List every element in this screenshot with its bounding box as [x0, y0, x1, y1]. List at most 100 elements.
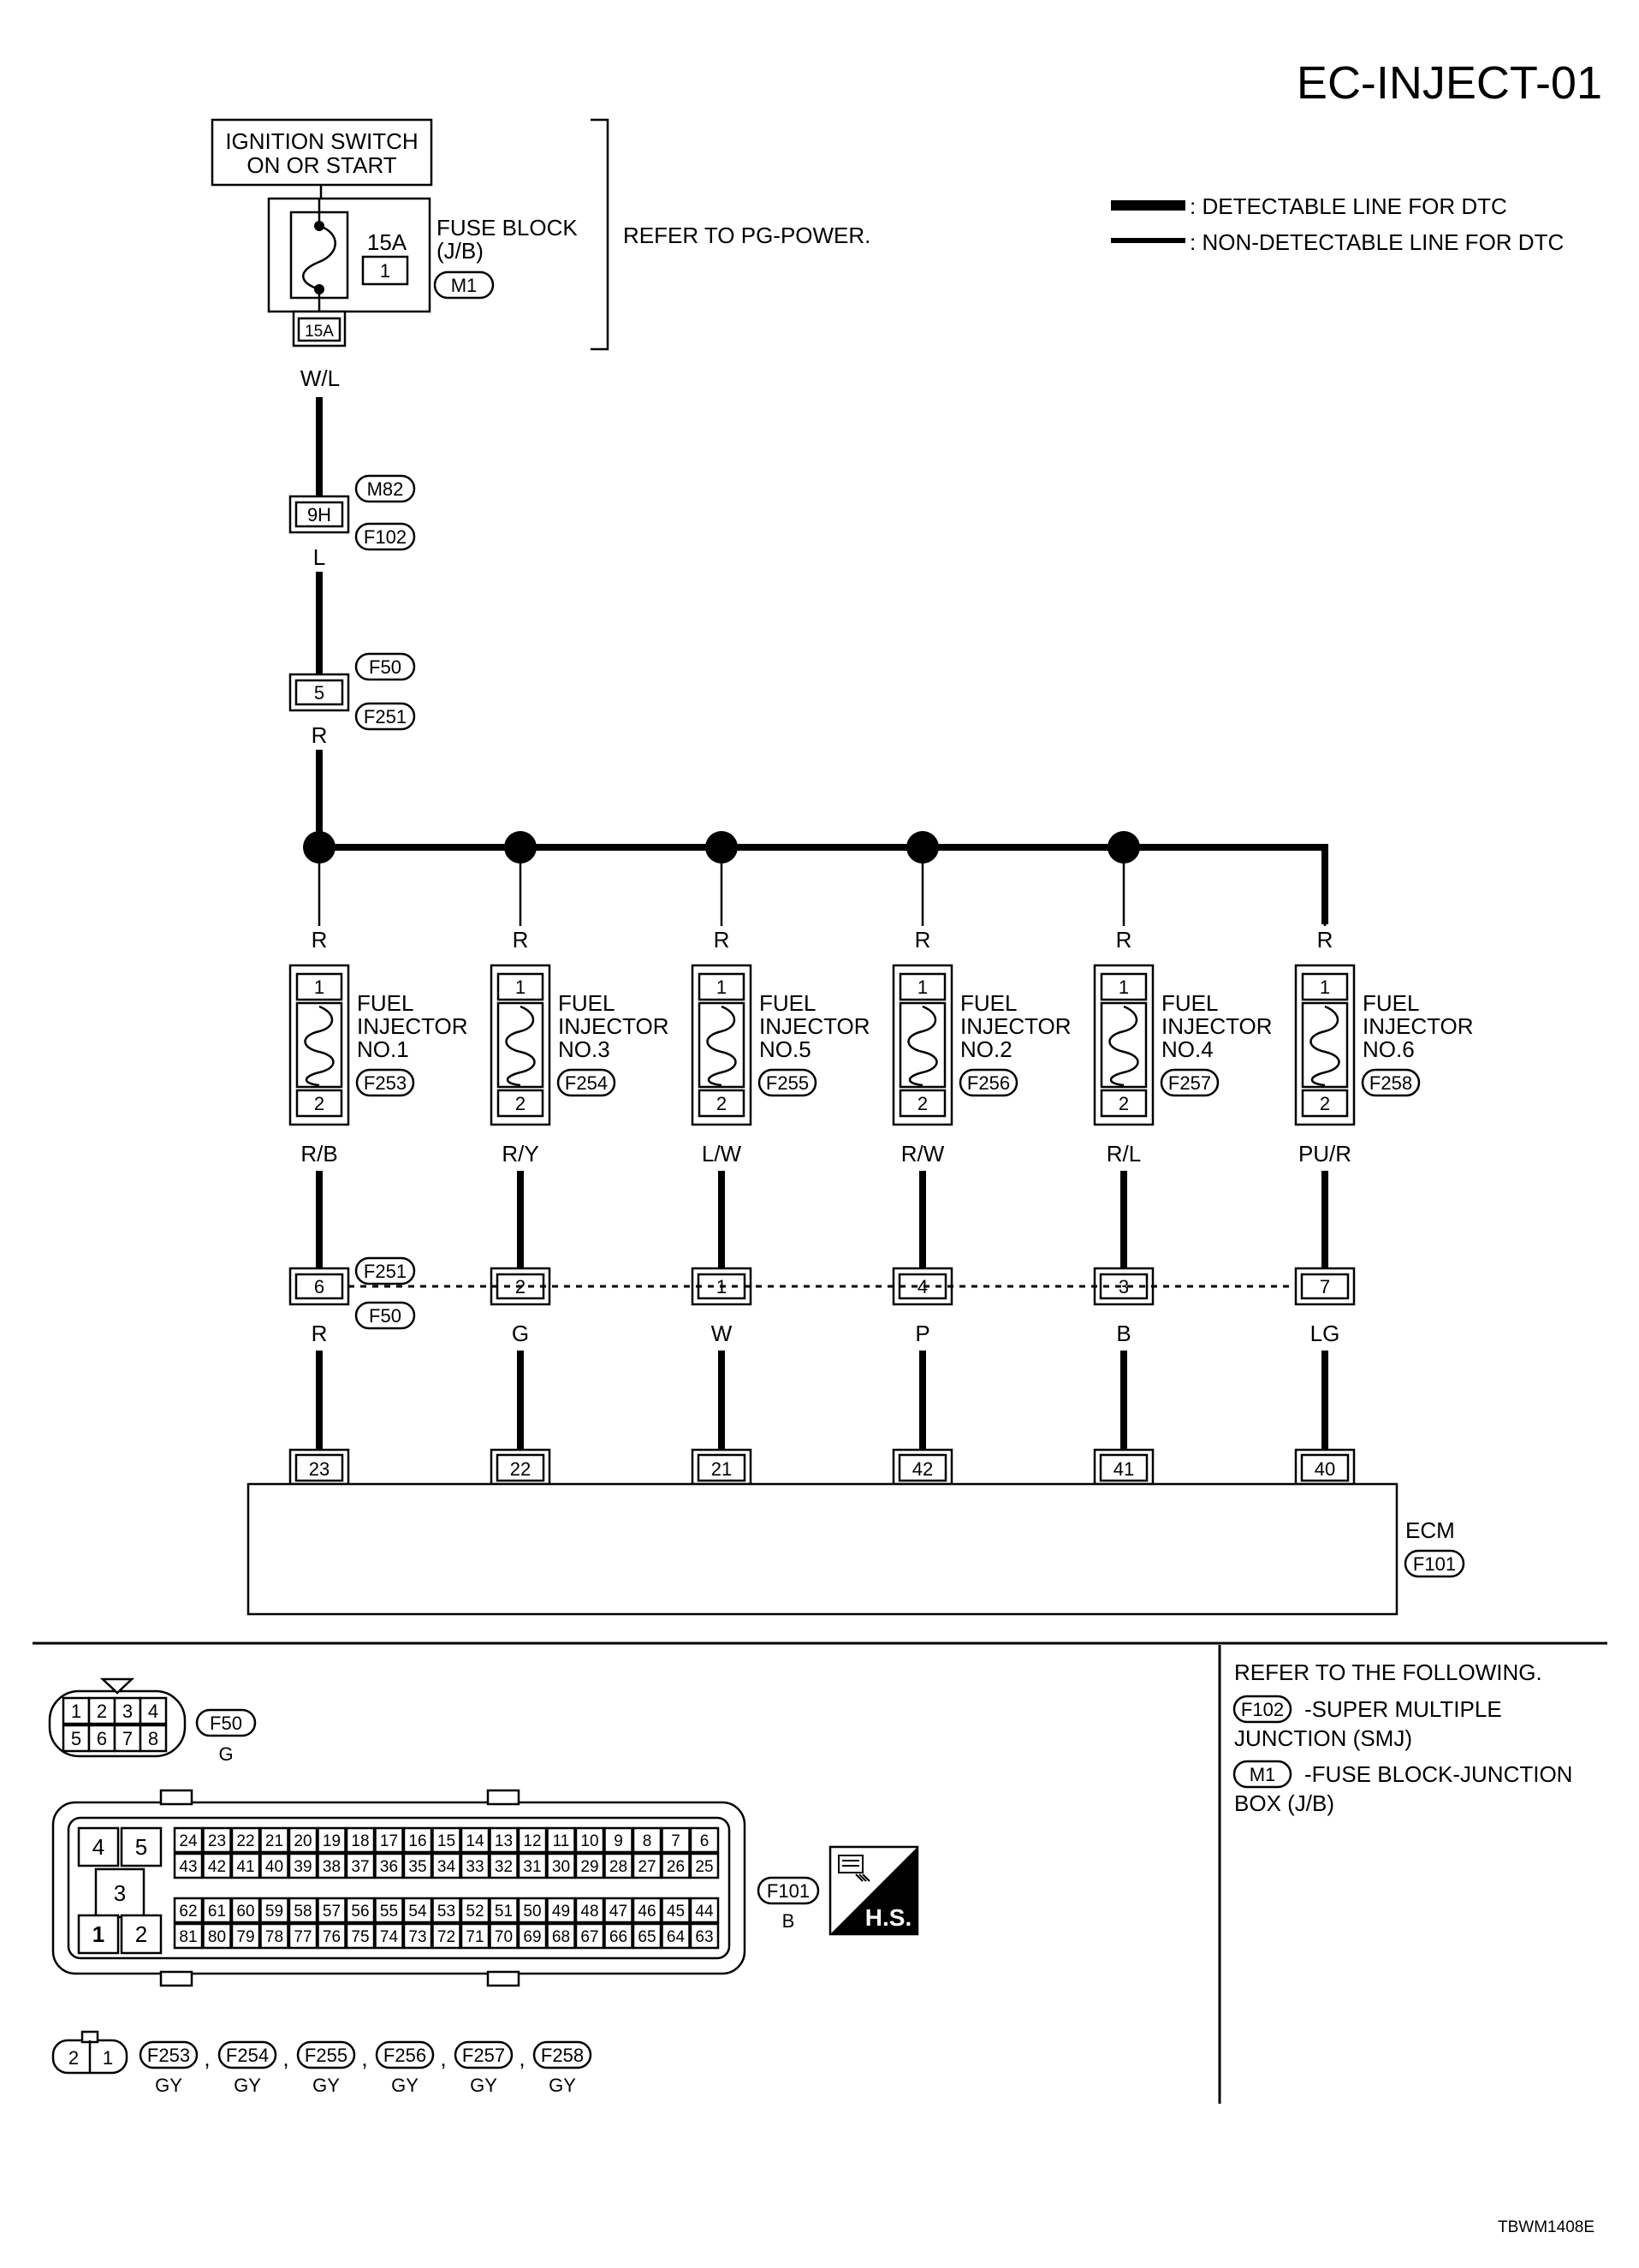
f101-cavity — [202, 1897, 232, 1924]
f101-pin: 41 — [236, 1858, 254, 1876]
ecm-pin: 42 — [912, 1458, 933, 1480]
f101-cavity — [460, 1897, 490, 1924]
f101-cavity — [517, 1922, 548, 1950]
f101-cavity — [431, 1852, 461, 1879]
f101-cavity — [546, 1826, 576, 1854]
injector-out-wire-color: R/B — [300, 1141, 337, 1167]
f101-cavity — [259, 1897, 289, 1924]
refer-bracket — [591, 118, 609, 351]
f101-pin: 65 — [638, 1928, 656, 1946]
f101-cavity — [603, 1852, 633, 1879]
injector-label-3: NO.3 — [558, 1036, 610, 1062]
f101-cavity — [259, 1852, 289, 1879]
f101-pin: 68 — [552, 1928, 570, 1946]
f101-cavity — [689, 1852, 720, 1879]
f101-cavity — [632, 1897, 662, 1924]
f101-pin: 63 — [695, 1928, 713, 1946]
f101-power-pin: 3 — [114, 1880, 126, 1906]
refer-item2-line2: BOX (J/B) — [1234, 1790, 1334, 1816]
f101-pin: 20 — [294, 1832, 312, 1850]
f101-cavity — [345, 1852, 376, 1879]
f101-power-cavity — [94, 1867, 145, 1919]
injector-label-2: INJECTOR — [1161, 1013, 1273, 1039]
f101-pin: 30 — [552, 1858, 570, 1876]
f101-cavity — [546, 1897, 576, 1924]
ignition-line1: IGNITION SWITCH — [225, 128, 418, 154]
f101-cavity — [345, 1826, 376, 1854]
injector-label-3: NO.4 — [1161, 1036, 1214, 1062]
f101-cavity — [317, 1826, 347, 1854]
figure-code: TBWM1408E — [1498, 2218, 1594, 2236]
f101-power-cavity — [120, 1914, 163, 1955]
f101-pin: 46 — [638, 1903, 656, 1921]
f101-pin: 19 — [323, 1832, 341, 1850]
f50-cavity — [113, 1696, 142, 1725]
feed-wire-color: R — [915, 927, 931, 953]
inj-connector-color: GY — [549, 2075, 576, 2096]
fuse-amp: 15A — [367, 229, 407, 255]
f101-pin: 27 — [638, 1858, 656, 1876]
inj-connector-pill — [375, 2040, 435, 2069]
f101-pin: 25 — [695, 1858, 713, 1876]
f101-pin: 26 — [667, 1858, 685, 1876]
f101-pin: 49 — [552, 1903, 570, 1921]
injector-out-wire-color: R/Y — [502, 1141, 538, 1167]
coil-icon — [907, 1005, 938, 1087]
f101-pin: 17 — [380, 1832, 398, 1850]
f101-power-cavity — [77, 1826, 120, 1867]
f50-id: F50 — [210, 1713, 242, 1734]
injector-label-1: FUEL — [759, 990, 816, 1016]
splice-point — [1108, 831, 1140, 864]
f101-pin: 39 — [294, 1858, 312, 1876]
f101-cavity — [546, 1852, 576, 1879]
coil-icon — [505, 1005, 536, 1087]
f101-cavity — [489, 1826, 519, 1854]
injector-out-wire-color: R/L — [1107, 1141, 1141, 1167]
f101-pin: 29 — [580, 1858, 598, 1876]
injector-pin-bottom: 2 — [314, 1093, 324, 1114]
injector-label-3: NO.1 — [357, 1036, 409, 1062]
f101-cavity — [661, 1852, 691, 1879]
injector-connector-id: F258 — [1369, 1072, 1412, 1094]
injector-label-3: NO.5 — [759, 1036, 811, 1062]
fuse-element — [302, 224, 336, 291]
refer-item1-line1: -SUPER MULTIPLE — [1304, 1696, 1502, 1722]
inj-connector-separator: , — [204, 2045, 210, 2071]
f101-cavity — [460, 1826, 490, 1854]
inj-connector-id: F257 — [462, 2045, 505, 2066]
f101-cavity — [288, 1897, 318, 1924]
f101-cavity — [230, 1852, 261, 1879]
f101-pin: 53 — [437, 1903, 455, 1921]
refer-pg-power: REFER TO PG-POWER. — [623, 223, 870, 248]
smj-wire: L — [313, 544, 325, 570]
smj-pin: 9H — [307, 504, 331, 525]
f101-cavity — [202, 1922, 232, 1950]
inj-connector-id: F253 — [147, 2045, 190, 2066]
refer-section: REFER TO THE FOLLOWING. F102 -SUPER MULT… — [1232, 1659, 1572, 1816]
f101-pin: 40 — [265, 1858, 283, 1876]
f101-pin: 71 — [466, 1928, 484, 1946]
inj-connector-pill — [139, 2040, 199, 2069]
f101-pin: 57 — [323, 1903, 341, 1921]
f101-pin: 66 — [609, 1928, 627, 1946]
smj-top-id: M82 — [367, 478, 404, 500]
f50-pin: 2 — [97, 1701, 107, 1722]
f101-pin: 38 — [323, 1858, 341, 1876]
harness-side-icon — [838, 1855, 870, 1882]
inj-connector-color: GY — [312, 2075, 340, 2096]
feed-wire-color: R — [312, 927, 328, 953]
f101-cavity — [632, 1922, 662, 1950]
injector-connector-id: F254 — [565, 1072, 608, 1094]
legend-detectable-text: : DETECTABLE LINE FOR DTC — [1190, 193, 1507, 219]
f101-cavity — [489, 1922, 519, 1950]
inj-pin-1: 1 — [103, 2047, 113, 2069]
f101-cavity — [689, 1897, 720, 1924]
f101-pin: 21 — [265, 1832, 283, 1850]
injector-pin-bottom: 2 — [515, 1093, 526, 1114]
inj-connector-separator: , — [361, 2045, 367, 2071]
harness-top-wire: R — [312, 722, 328, 748]
f101-cavity — [317, 1922, 347, 1950]
